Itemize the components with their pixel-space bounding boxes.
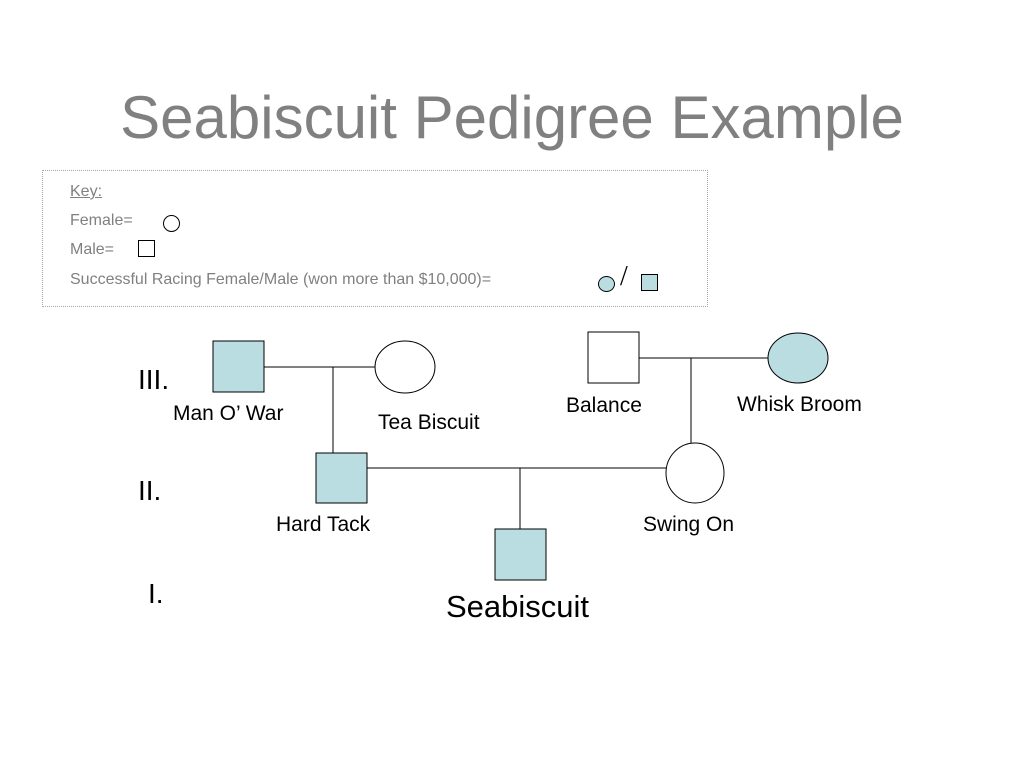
swing-on-label: Swing On [643,513,735,536]
whisk-broom-symbol [767,332,829,384]
man-o-war-label: Man O’ War [173,402,284,425]
successful-male-square-icon [641,274,658,291]
successful-female-circle-icon [598,276,615,292]
female-circle-icon [163,215,180,232]
hard-tack-symbol [315,452,368,504]
whisk-broom-label: Whisk Broom [737,393,862,416]
swing-on-symbol [665,442,725,504]
slide-title: Seabiscuit Pedigree Example [120,84,904,151]
hard-tack-label: Hard Tack [276,513,371,536]
key-heading: Key: [70,183,103,200]
generation-label-iii: III. [138,364,170,395]
balance-label: Balance [566,394,642,417]
man-o-war-symbol [212,340,265,393]
male-square-icon [138,240,155,257]
key-successful-label: Successful Racing Female/Male (won more … [70,271,492,288]
generation-label-i: I. [148,578,164,609]
key-male-label: Male= [70,241,115,258]
balance-symbol [587,331,640,384]
tea-biscuit-symbol [374,340,436,394]
key-separator: / [620,261,628,292]
generation-label-ii: II. [138,475,162,506]
key-box: Key: Female= Male= Successful Racing Fem… [42,170,708,307]
key-female-label: Female= [70,212,133,229]
seabiscuit-label: Seabiscuit [446,589,590,624]
seabiscuit-symbol [494,528,547,581]
tea-biscuit-label: Tea Biscuit [378,411,480,434]
